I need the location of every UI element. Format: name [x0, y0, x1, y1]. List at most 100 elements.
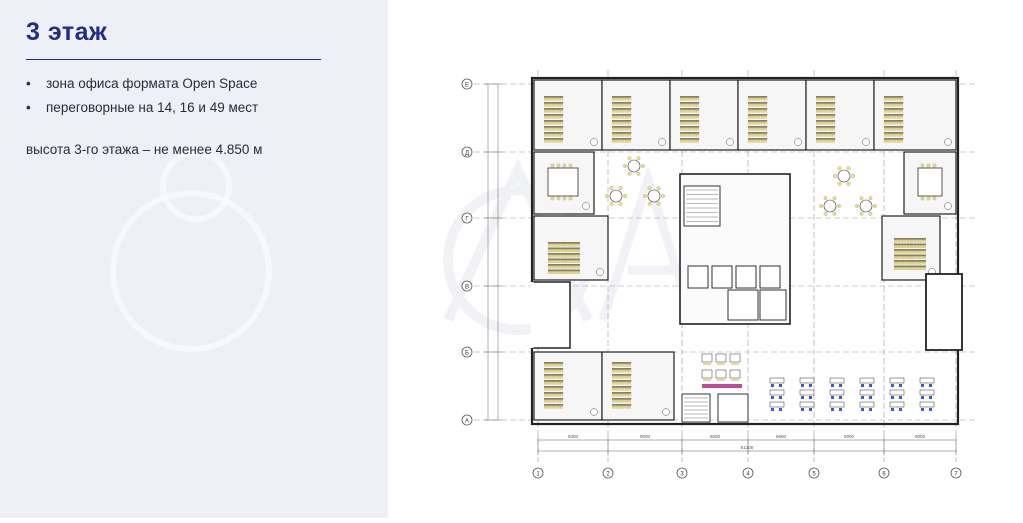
chair [764, 127, 767, 131]
desk [799, 389, 815, 396]
seat-row-table [680, 120, 700, 122]
chair [553, 103, 557, 107]
chair [544, 103, 547, 107]
chair [621, 399, 625, 403]
chair [897, 239, 901, 243]
chair [897, 267, 901, 270]
chair [696, 121, 699, 125]
chair [615, 399, 619, 403]
office-chair [929, 396, 932, 399]
chair [567, 249, 571, 252]
chair [913, 261, 917, 265]
seat-row-table [612, 392, 632, 394]
chair [751, 97, 755, 101]
chair [550, 387, 554, 391]
chair [692, 139, 696, 143]
seat-row-table [544, 126, 564, 128]
chair [560, 249, 564, 252]
chair [636, 156, 641, 161]
chair [560, 387, 563, 391]
meeting-table [917, 167, 943, 197]
chair [754, 127, 758, 131]
office-chair [779, 408, 782, 411]
chair [828, 121, 832, 125]
chair [717, 379, 725, 381]
chair [822, 121, 826, 125]
chair [819, 121, 823, 125]
chair [884, 121, 887, 125]
chair [919, 261, 923, 265]
chair [884, 109, 887, 113]
chair [544, 97, 547, 101]
chair [855, 204, 859, 208]
elevator-shaft [687, 265, 709, 289]
bullet-icon: • [26, 100, 31, 115]
chair [890, 133, 894, 137]
seat-row-table [612, 102, 632, 104]
chair [903, 239, 907, 243]
chair [624, 103, 628, 107]
round-table [823, 199, 837, 213]
seat-row-table [884, 120, 904, 122]
chair [692, 109, 696, 113]
desk [829, 377, 845, 384]
chair [896, 133, 900, 137]
chair [764, 139, 767, 143]
chair [554, 260, 558, 263]
chair [550, 163, 555, 168]
chair [900, 97, 903, 101]
chair [564, 243, 567, 247]
chair [624, 121, 628, 125]
seat-row-table [816, 138, 836, 140]
office-chair [771, 384, 774, 387]
chair [696, 139, 699, 143]
seat-row-table [612, 96, 632, 98]
chair [819, 97, 823, 101]
chair [910, 261, 913, 265]
column-axis-marker [532, 467, 544, 479]
chair [547, 387, 551, 391]
chair [624, 393, 628, 397]
desk [859, 377, 875, 384]
chair [922, 250, 926, 254]
chair [553, 133, 557, 137]
office-chair [891, 408, 894, 411]
seat-row-table [612, 120, 632, 122]
chair [568, 196, 573, 201]
seat-row-table [816, 126, 836, 128]
seat-row-table [548, 269, 580, 272]
chair [627, 156, 632, 161]
chair [550, 369, 554, 373]
chair [560, 127, 563, 131]
chair [764, 109, 767, 113]
chair [636, 171, 641, 176]
seat-row-table [612, 114, 632, 116]
chair [556, 375, 560, 379]
seat-row-table [612, 380, 632, 382]
chair [822, 139, 826, 143]
chair [553, 393, 557, 397]
seat-row-table [680, 126, 700, 128]
chair [703, 363, 711, 365]
chair [896, 127, 900, 131]
chair [624, 381, 628, 385]
chair [618, 363, 622, 367]
column-axis-marker [808, 467, 820, 479]
chair [680, 109, 683, 113]
seat-row-table [548, 247, 580, 250]
info-panel: 3 этаж •зона офиса формата Open Space •п… [0, 0, 388, 518]
chair [556, 393, 560, 397]
office-chair [861, 384, 864, 387]
seat-row-table [544, 374, 564, 376]
cafe-table [715, 353, 727, 363]
chair [544, 121, 547, 125]
meeting-table [547, 167, 579, 197]
chair [567, 265, 571, 269]
chair [893, 121, 897, 125]
chair [686, 127, 690, 131]
chair [553, 115, 557, 119]
chair [556, 399, 560, 403]
chair [696, 97, 699, 101]
